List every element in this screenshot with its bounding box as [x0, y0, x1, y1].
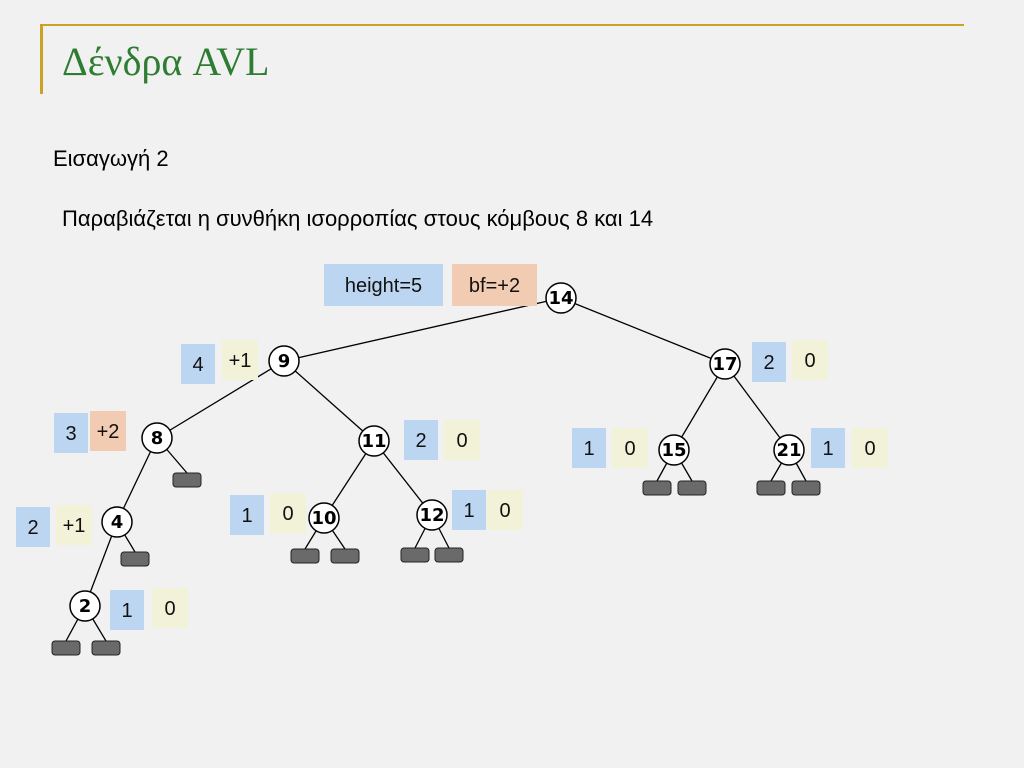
height-label-11: 2	[404, 420, 438, 460]
bf-label-9: +1	[222, 340, 258, 380]
bf-label-21-text: 0	[864, 438, 875, 460]
null-leaf	[642, 480, 672, 496]
bf-label-10-text: 0	[282, 503, 293, 525]
root-bf-label: bf=+2	[452, 264, 537, 306]
node-key: 21	[776, 440, 801, 461]
null-leaf	[290, 548, 320, 564]
height-label-15: 1	[572, 428, 606, 468]
bf-label-11-text: 0	[456, 430, 467, 452]
bf-label-17: 0	[792, 340, 828, 380]
null-leaf	[120, 551, 150, 567]
height-label-4: 2	[16, 507, 50, 547]
null-leaf	[51, 640, 81, 656]
height-label-10-text: 1	[241, 505, 252, 527]
height-label-9: 4	[181, 344, 215, 384]
height-label-21-text: 1	[822, 438, 833, 460]
node-17: 17	[709, 348, 741, 380]
height-label-11-text: 2	[415, 430, 426, 452]
height-label-10: 1	[230, 495, 264, 535]
bf-label-21: 0	[852, 428, 888, 468]
null-leaf	[330, 548, 360, 564]
null-leaf	[400, 547, 430, 563]
node-key: 2	[79, 596, 92, 617]
bf-label-9-text: +1	[229, 350, 252, 372]
node-key: 15	[661, 440, 686, 461]
slide-subtitle: Εισαγωγή 2	[53, 146, 169, 171]
node-key: 11	[361, 431, 386, 452]
bf-label-15-text: 0	[624, 438, 635, 460]
tree-edge	[283, 360, 375, 442]
node-key: 8	[151, 428, 164, 449]
node-12: 12	[416, 499, 448, 531]
node-key: 4	[111, 512, 124, 533]
tree-edge	[283, 297, 562, 362]
node-8: 8	[141, 422, 173, 454]
height-label-12-text: 1	[463, 500, 474, 522]
node-2: 2	[69, 590, 101, 622]
slide-description: Παραβιάζεται η συνθήκη ισορροπίας στους …	[62, 206, 654, 231]
node-key: 12	[419, 505, 444, 526]
bf-label-2-text: 0	[164, 598, 175, 620]
tree-edge	[560, 297, 726, 365]
height-label-2-text: 1	[121, 600, 132, 622]
node-15: 15	[658, 434, 690, 466]
tree-edge	[156, 360, 285, 439]
null-leaf	[756, 480, 786, 496]
root-height-label: height=5	[324, 264, 443, 306]
title-accent-line	[40, 24, 964, 26]
height-label-2: 1	[110, 590, 144, 630]
height-label-9-text: 4	[192, 354, 203, 376]
node-4: 4	[101, 506, 133, 538]
root-height-label-text: height=5	[345, 275, 422, 297]
bf-label-12: 0	[487, 490, 523, 530]
height-label-12: 1	[452, 490, 486, 530]
node-10: 10	[308, 502, 340, 534]
bf-label-8-text: +2	[97, 421, 120, 443]
node-9: 9	[268, 345, 300, 377]
null-leaf	[434, 547, 464, 563]
bf-label-10: 0	[270, 493, 306, 533]
height-label-17: 2	[752, 342, 786, 382]
slide-title: Δένδρα AVL	[62, 39, 270, 84]
null-leaves	[51, 437, 821, 656]
height-label-8: 3	[54, 413, 88, 453]
null-leaf	[172, 472, 202, 488]
height-label-21: 1	[811, 428, 845, 468]
node-11: 11	[358, 425, 390, 457]
null-leaf	[791, 480, 821, 496]
height-label-15-text: 1	[583, 438, 594, 460]
node-key: 10	[311, 508, 336, 529]
height-label-17-text: 2	[763, 352, 774, 374]
height-label-8-text: 3	[65, 423, 76, 445]
bf-label-4-text: +1	[63, 515, 86, 537]
node-key: 14	[548, 288, 573, 309]
node-14: 14	[545, 282, 577, 314]
bf-label-17-text: 0	[804, 350, 815, 372]
null-leaf	[91, 640, 121, 656]
bf-label-2: 0	[152, 588, 188, 628]
bf-label-8: +2	[90, 411, 126, 451]
root-bf-label-text: bf=+2	[469, 275, 520, 297]
bf-label-12-text: 0	[499, 500, 510, 522]
node-21: 21	[773, 434, 805, 466]
null-leaf	[677, 480, 707, 496]
tree-edge	[673, 363, 726, 451]
title-accent-bar	[40, 24, 43, 94]
height-label-4-text: 2	[27, 517, 38, 539]
node-key: 17	[712, 354, 737, 375]
node-key: 9	[278, 351, 291, 372]
tree-edge	[724, 363, 790, 451]
bf-label-4: +1	[56, 505, 92, 545]
bf-label-15: 0	[612, 428, 648, 468]
bf-label-11: 0	[444, 420, 480, 460]
